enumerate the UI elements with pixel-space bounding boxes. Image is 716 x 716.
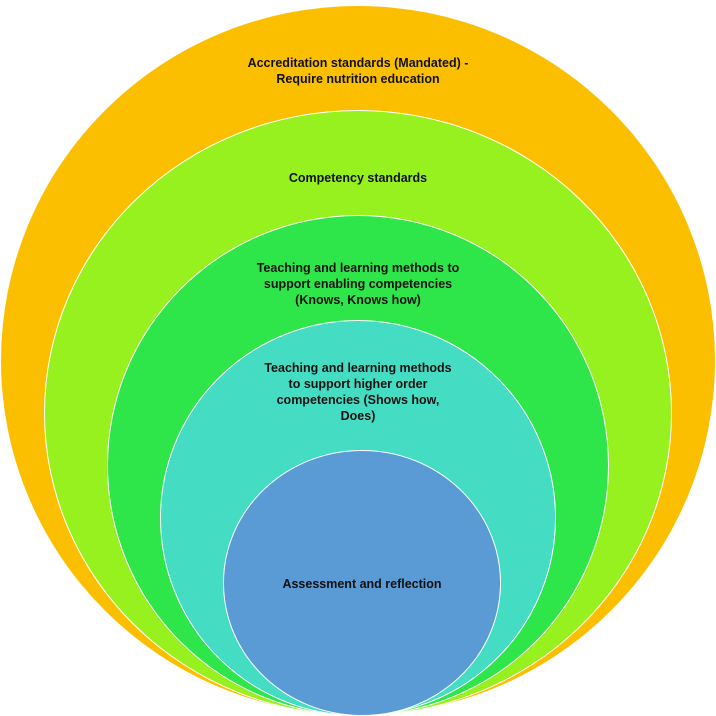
label-line: Teaching and learning methods: [264, 361, 452, 375]
label-line: Teaching and learning methods to: [256, 261, 460, 275]
label-enabling: Teaching and learning methods to support…: [107, 260, 609, 308]
label-line: Accreditation standards (Mandated) -: [247, 56, 469, 70]
label-line: Does): [340, 409, 376, 423]
label-line: (Knows, Knows how): [295, 293, 421, 307]
label-line: support enabling competencies: [263, 277, 453, 291]
label-higher-order: Teaching and learning methods to support…: [160, 360, 556, 424]
label-accreditation: Accreditation standards (Mandated) - Req…: [0, 55, 716, 87]
label-line: to support higher order: [288, 377, 428, 391]
label-competency: Competency standards: [44, 170, 672, 186]
label-line: Competency standards: [288, 171, 428, 185]
label-line: competencies (Shows how,: [276, 393, 440, 407]
label-line: Assessment and reflection: [282, 577, 442, 591]
label-assessment: Assessment and reflection: [223, 576, 501, 592]
label-line: Require nutrition education: [276, 72, 440, 86]
ring-assessment: [223, 450, 501, 716]
